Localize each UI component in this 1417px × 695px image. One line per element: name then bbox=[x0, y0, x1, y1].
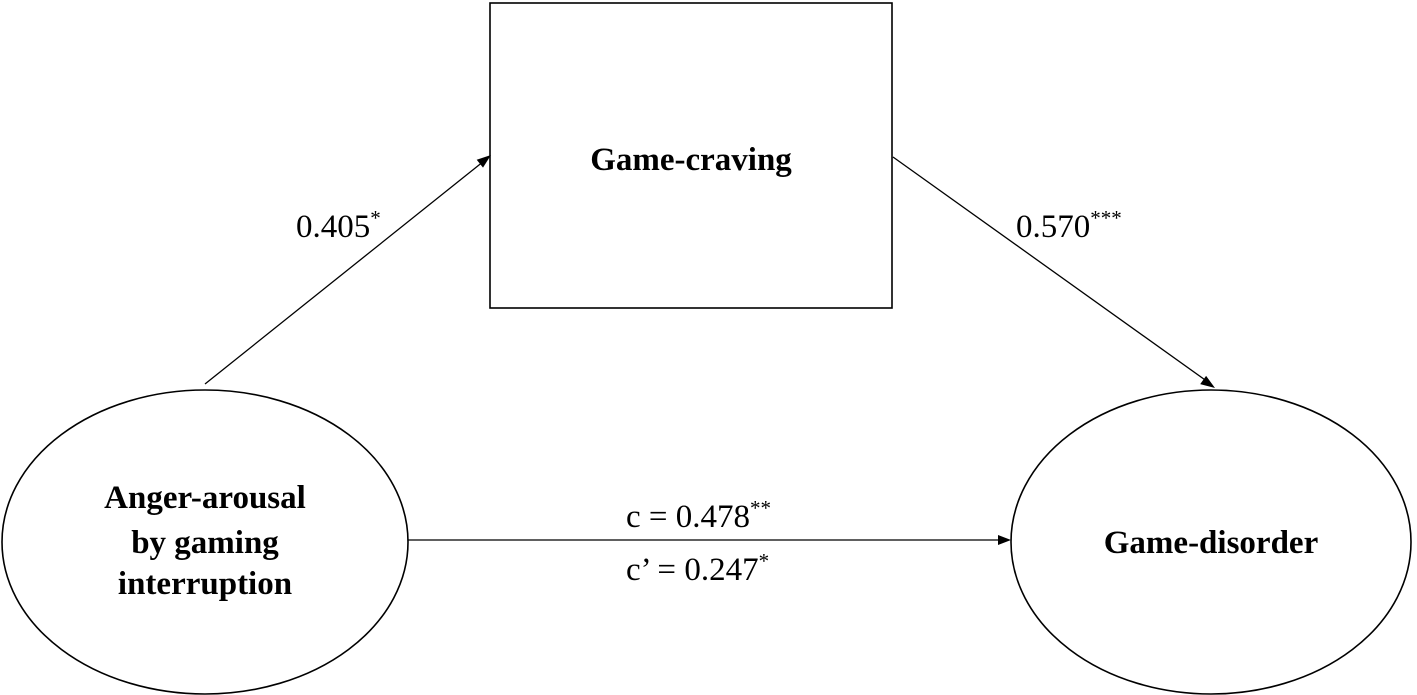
path-b-line bbox=[892, 156, 1209, 383]
path-a-coefficient: 0.405* bbox=[296, 206, 381, 245]
path-c-direct-value: 0.247 bbox=[684, 552, 758, 588]
path-a-significance: * bbox=[370, 206, 381, 230]
path-c-total-value: 0.478 bbox=[676, 499, 750, 535]
path-a-line bbox=[204, 160, 485, 385]
path-a-arrowhead bbox=[476, 155, 491, 168]
path-b-coefficient: 0.570*** bbox=[1016, 206, 1122, 245]
path-a-value: 0.405 bbox=[296, 209, 370, 245]
path-c-total-coefficient: c = 0.478** bbox=[626, 496, 771, 535]
predictor-label-line-3: interruption bbox=[118, 566, 292, 602]
mediator-box bbox=[489, 2, 893, 309]
outcome-label: Game-disorder bbox=[1104, 525, 1318, 561]
path-c-direct-coefficient: c’ = 0.247* bbox=[626, 549, 769, 588]
predictor-ellipse bbox=[1, 389, 409, 695]
outcome-ellipse bbox=[1010, 389, 1412, 695]
path-b-arrowhead bbox=[1200, 375, 1215, 388]
mediator-label: Game-craving bbox=[590, 142, 792, 178]
path-b-significance: *** bbox=[1090, 206, 1122, 230]
predictor-label-line-1: Anger-arousal bbox=[104, 480, 306, 516]
path-c-arrowhead bbox=[998, 535, 1011, 545]
mediator-node: Game-craving bbox=[489, 2, 893, 309]
path-a bbox=[204, 155, 491, 385]
path-c-direct-prefix: c’ = bbox=[626, 552, 684, 588]
predictor-label-line-2: by gaming bbox=[131, 525, 279, 561]
path-c bbox=[408, 535, 1011, 545]
path-b-value: 0.570 bbox=[1016, 209, 1090, 245]
predictor-node: Anger-arousal by gaming interruption bbox=[1, 389, 409, 695]
path-b bbox=[892, 156, 1215, 388]
path-c-direct-significance: * bbox=[759, 549, 770, 573]
outcome-node: Game-disorder bbox=[1010, 389, 1412, 695]
path-c-total-prefix: c = bbox=[626, 499, 676, 535]
path-c-total-significance: ** bbox=[750, 496, 771, 520]
